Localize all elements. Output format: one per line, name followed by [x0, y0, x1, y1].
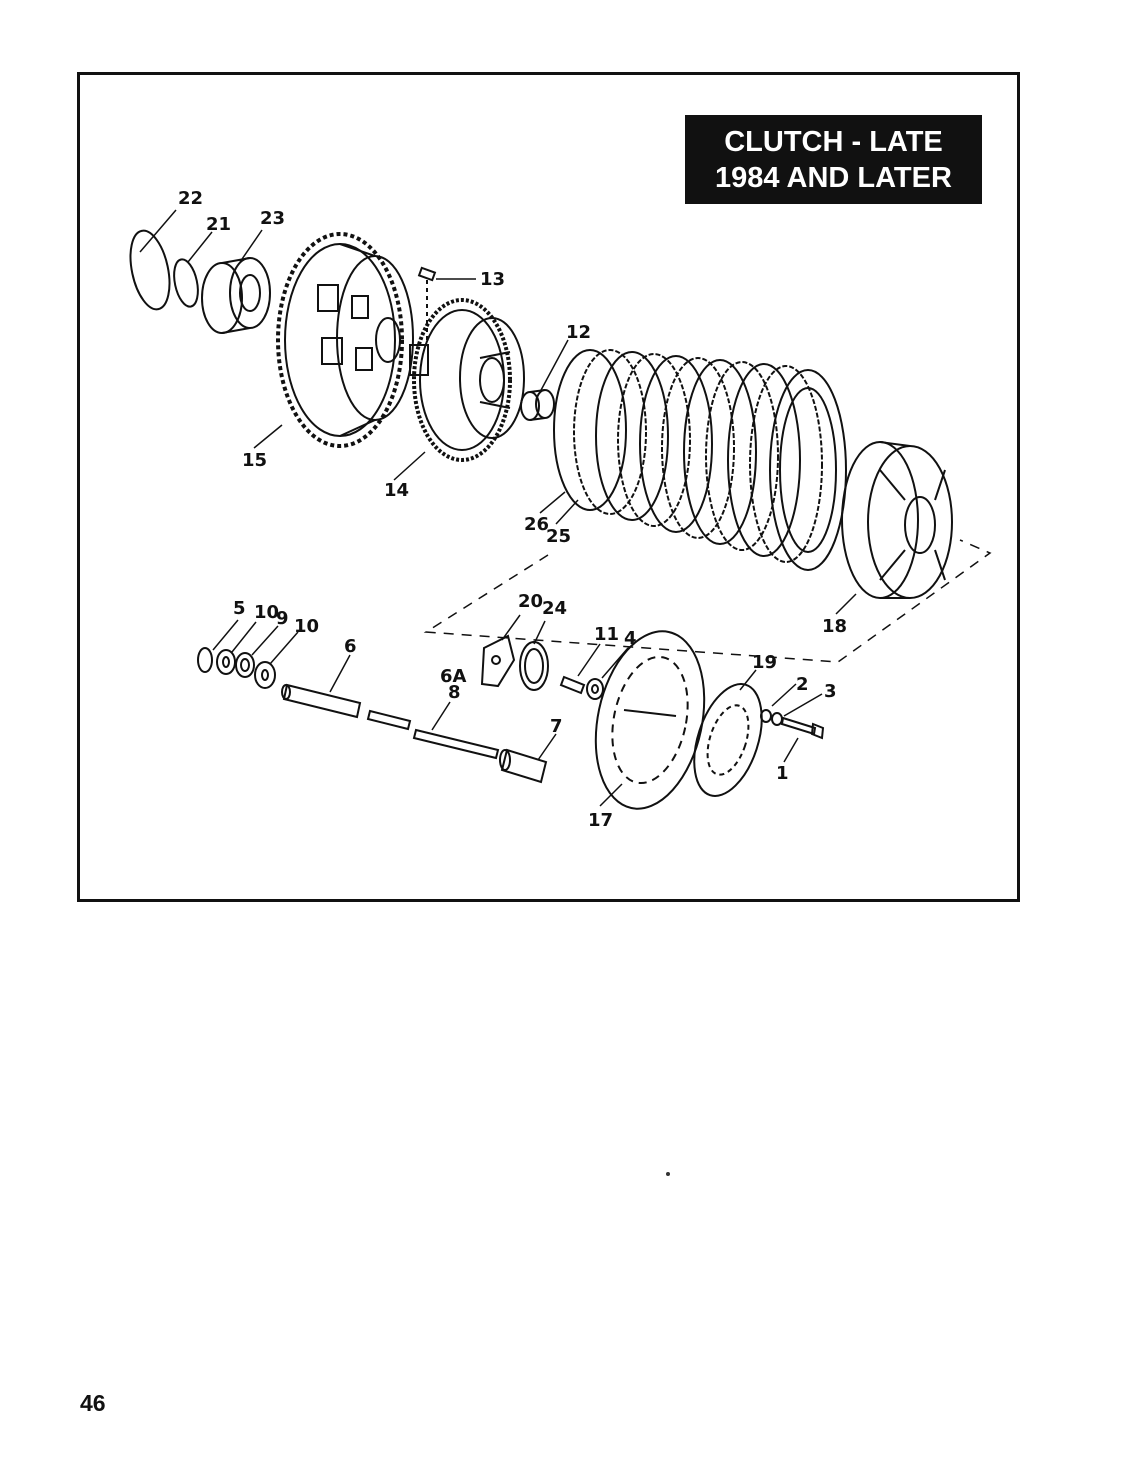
callout-6: 6 — [344, 636, 357, 657]
callout-19: 19 — [752, 652, 777, 673]
part-4-nut — [586, 678, 604, 700]
diagram-title: CLUTCH - LATE 1984 AND LATER — [685, 115, 982, 204]
callout-7: 7 — [550, 716, 563, 737]
part-9-bearing — [235, 652, 255, 678]
part-6-rod — [281, 683, 362, 719]
part-14-clutch-hub — [409, 298, 525, 462]
callout-24: 24 — [542, 598, 567, 619]
part-17-spring-disc — [594, 630, 706, 810]
callout-26: 26 — [524, 514, 549, 535]
part-18-pressure-plate — [841, 441, 953, 599]
callout-23: 23 — [260, 208, 285, 229]
part-22-retaining-ring — [129, 229, 171, 311]
callout-22: 22 — [178, 188, 203, 209]
callout-labels: 22 21 23 13 12 15 14 26 25 18 5 10 9 10 … — [178, 188, 847, 831]
part-24-ring — [519, 641, 549, 691]
part-10-washer-a — [216, 649, 236, 675]
part-19-diaphragm-spring — [693, 683, 763, 797]
part-10-washer-b — [254, 661, 276, 689]
callout-11: 11 — [594, 624, 619, 645]
part-1-bolt — [780, 716, 825, 740]
part-6a-pushrod — [366, 709, 412, 731]
part-11-stud — [559, 675, 586, 695]
part-13-key — [417, 266, 437, 340]
callout-18: 18 — [822, 616, 847, 637]
callout-10-b: 10 — [294, 616, 319, 637]
scan-speck — [666, 1172, 670, 1176]
callout-21: 21 — [206, 214, 231, 235]
title-line-2: 1984 AND LATER — [715, 162, 952, 194]
callout-20: 20 — [518, 591, 543, 612]
callout-15: 15 — [242, 450, 267, 471]
callout-leader-lines — [139, 209, 857, 807]
diagram-frame — [77, 72, 1020, 902]
callout-3: 3 — [824, 681, 837, 702]
callout-25: 25 — [546, 526, 571, 547]
part-15-clutch-shell-sprocket — [276, 232, 414, 448]
part-12-bushing — [520, 389, 555, 421]
callout-8: 8 — [448, 682, 461, 703]
callout-2: 2 — [796, 674, 809, 695]
part-2-washer — [760, 709, 772, 723]
part-7-rod-end — [499, 748, 548, 784]
part-23-bearing — [201, 257, 271, 334]
callout-5: 5 — [233, 598, 246, 619]
callout-6a: 6A — [440, 666, 467, 687]
callout-9: 9 — [276, 608, 289, 629]
callout-4: 4 — [624, 628, 637, 649]
callout-13: 13 — [480, 269, 505, 290]
part-21-retaining-ring — [173, 258, 199, 308]
callout-14: 14 — [384, 480, 409, 501]
part-5-retaining-ring — [197, 647, 213, 673]
callout-10-a: 10 — [254, 602, 279, 623]
title-line-1: CLUTCH - LATE — [724, 126, 943, 158]
assembly-bracket-dashed — [423, 539, 992, 663]
part-3-washer — [771, 712, 783, 726]
page-number: 46 — [80, 1390, 106, 1416]
callout-1: 1 — [776, 763, 789, 784]
callout-12: 12 — [566, 322, 591, 343]
part-20-plate — [480, 634, 516, 688]
part-8-pushrod — [412, 728, 500, 760]
part-25-26-clutch-plate-stack — [553, 349, 847, 571]
callout-17: 17 — [588, 810, 613, 831]
